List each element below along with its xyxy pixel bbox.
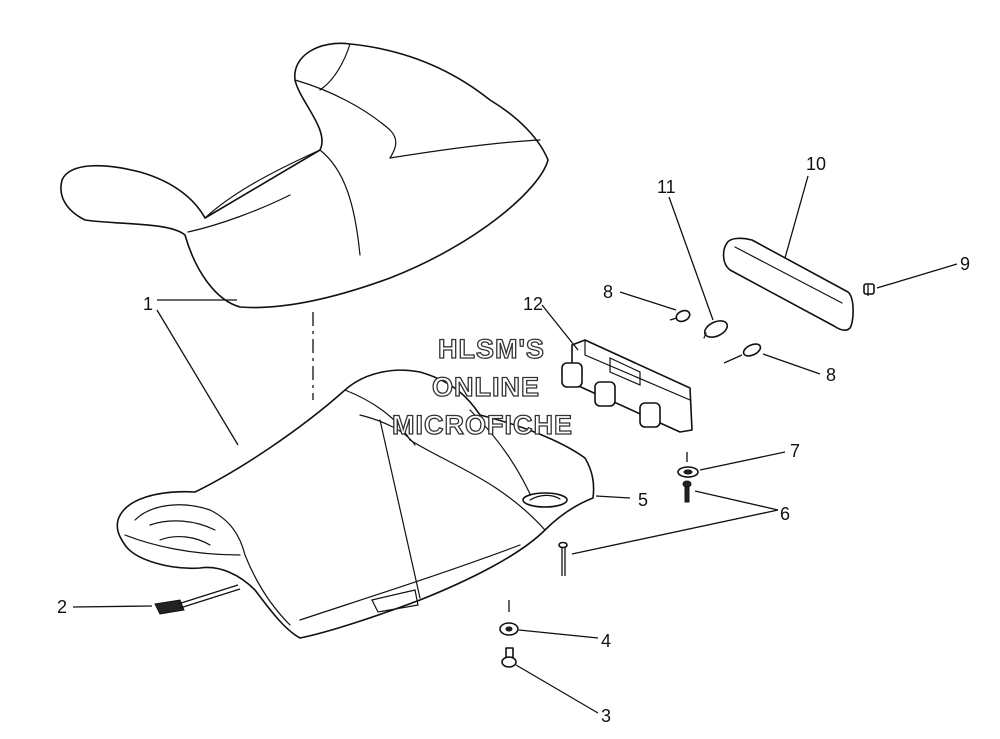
part-7-nut (677, 452, 699, 478)
callout-3: 3 (601, 706, 611, 726)
callout-4: 4 (601, 631, 611, 651)
callout-5: 5 (638, 490, 648, 510)
part-8-bulbs (669, 309, 762, 364)
part-3-bolt (501, 647, 517, 668)
callout-7: 7 (790, 441, 800, 461)
callout-9: 9 (960, 254, 970, 274)
part-2-strap (154, 584, 241, 615)
callout-10: 10 (806, 154, 826, 174)
watermark-line-3: MICROFICHE (392, 410, 573, 440)
part-12-light-housing (561, 339, 693, 433)
callout-12: 12 (523, 294, 543, 314)
callout-11: 11 (657, 177, 676, 197)
callout-8-upper: 8 (603, 282, 613, 302)
callout-6: 6 (780, 504, 790, 524)
part-10-lens (722, 237, 854, 331)
callout-1: 1 (143, 294, 153, 314)
part-4-washer (499, 600, 519, 636)
watermark-line-2: ONLINE (432, 372, 540, 402)
watermark-line-1: HLSM'S (438, 334, 545, 364)
part-9-screw (863, 283, 875, 296)
part-6-screws (558, 480, 692, 576)
seat-cover (60, 42, 549, 309)
callout-2: 2 (57, 597, 67, 617)
leader-lines (72, 175, 958, 714)
watermark: HLSM'S ONLINE MICROFICHE (391, 333, 573, 440)
callout-labels: 1 2 3 4 5 6 7 8 8 9 10 11 12 (57, 154, 970, 726)
seat-assembly (116, 369, 595, 639)
part-11-bulb (703, 320, 729, 339)
callout-8-lower: 8 (826, 365, 836, 385)
